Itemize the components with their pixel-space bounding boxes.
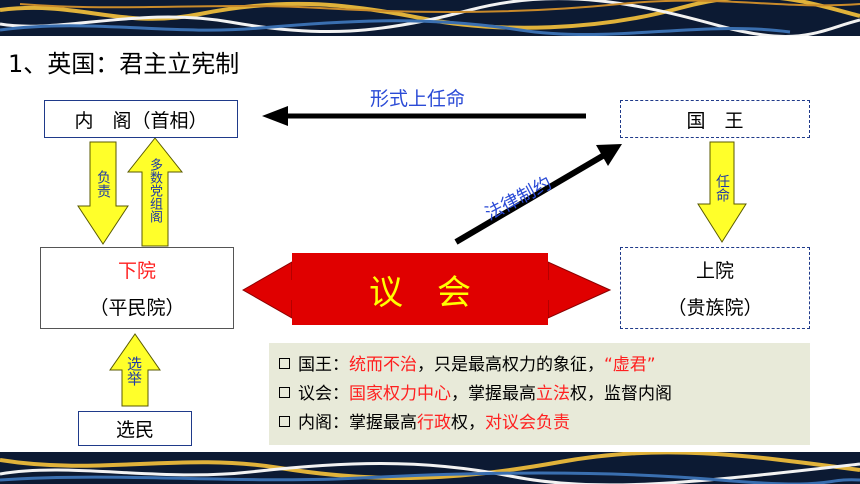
voters-label: 选民 bbox=[115, 419, 154, 441]
appoint-arrow bbox=[697, 141, 747, 243]
note-text: 权， bbox=[451, 413, 485, 433]
note-highlight: 行政 bbox=[417, 413, 451, 433]
note-text: 权，监督内阁 bbox=[570, 384, 672, 404]
lower-house-box: 下院 （平民院） bbox=[40, 247, 234, 329]
note-prefix: 内阁：掌握最高 bbox=[298, 413, 417, 433]
note-highlight: 统而不治 bbox=[349, 355, 417, 375]
top-decorative-band bbox=[0, 0, 860, 36]
responsible-label: 负责 bbox=[95, 170, 111, 198]
note-parliament: 议会：国家权力中心，掌握最高立法权，监督内阁 bbox=[279, 380, 800, 409]
lower-house-label: 下院 bbox=[117, 260, 156, 282]
upper-house-label: 上院 bbox=[695, 260, 734, 282]
checkbox-square-icon bbox=[279, 387, 290, 398]
parliament-label: 议 会 bbox=[369, 272, 471, 313]
page-title: 1、英国：君主立宪制 bbox=[8, 50, 240, 78]
note-prefix: 议会： bbox=[298, 384, 349, 404]
elect-label: 选举 bbox=[125, 356, 143, 386]
formal-appoint-label: 形式上任命 bbox=[370, 88, 466, 110]
responsible-arrow bbox=[77, 141, 129, 245]
voters-box: 选民 bbox=[78, 411, 192, 446]
note-king: 国王：统而不治，只是最高权力的象征，“虚君” bbox=[279, 351, 800, 380]
legal-check-arrowhead bbox=[596, 144, 622, 166]
note-highlight: 立法 bbox=[536, 384, 570, 404]
lower-house-subtitle: （平民院） bbox=[89, 297, 185, 319]
note-text: ，掌握最高 bbox=[451, 384, 536, 404]
upper-house-subtitle: （贵族院） bbox=[667, 297, 763, 319]
parliament-box: 议 会 bbox=[292, 253, 548, 325]
checkbox-square-icon bbox=[279, 416, 290, 427]
formal-appoint-arrowhead bbox=[262, 106, 288, 126]
upper-house-box: 上院 （贵族院） bbox=[620, 247, 810, 329]
note-cabinet: 内阁：掌握最高行政权，对议会负责 bbox=[279, 409, 800, 438]
elect-arrow bbox=[109, 333, 161, 407]
cabinet-label: 内 阁（首相） bbox=[74, 109, 208, 132]
majority-party-arrow bbox=[126, 137, 184, 247]
note-text: ，只是最高权力的象征， bbox=[417, 355, 604, 375]
notes-panel: 国王：统而不治，只是最高权力的象征，“虚君” 议会：国家权力中心，掌握最高立法权… bbox=[269, 343, 810, 445]
note-prefix: 国王： bbox=[298, 355, 349, 375]
cabinet-box: 内 阁（首相） bbox=[44, 100, 238, 138]
checkbox-square-icon bbox=[279, 358, 290, 369]
king-label: 国 王 bbox=[686, 109, 744, 132]
legal-check-arrow bbox=[454, 151, 608, 245]
note-highlight: “虚君” bbox=[604, 355, 656, 375]
note-highlight: 国家权力中心 bbox=[349, 384, 451, 404]
majority-party-label: 多数党组阁 bbox=[147, 158, 162, 223]
appoint-label: 任命 bbox=[714, 174, 730, 202]
king-box: 国 王 bbox=[620, 100, 810, 138]
note-highlight: 对议会负责 bbox=[485, 413, 570, 433]
